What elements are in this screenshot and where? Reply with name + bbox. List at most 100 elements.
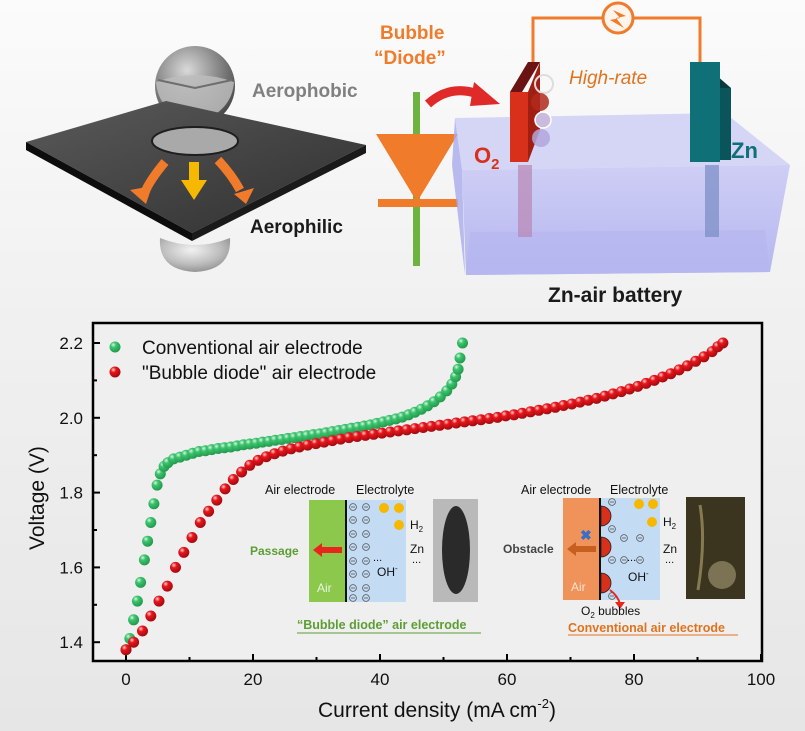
data-point-bubble-diode: [128, 636, 140, 648]
data-point-bubble-diode: [260, 451, 272, 463]
data-point-bubble-diode: [351, 431, 363, 442]
data-point-bubble-diode: [145, 610, 157, 622]
data-point-bubble-diode: [137, 625, 148, 637]
data-point-bubble-diode: [153, 595, 165, 607]
data-point-bubble-diode: [285, 443, 297, 455]
data-point-bubble-diode: [120, 644, 132, 656]
red-curved-arrow-icon: [424, 82, 500, 108]
inset-left-action-label: Passage: [250, 544, 299, 558]
data-point-bubble-diode: [343, 432, 355, 444]
y-tick-label: 2.0: [59, 409, 83, 428]
blocked-cross-icon: ✖: [580, 527, 592, 543]
y-tick-label: 1.6: [59, 558, 83, 577]
inset-left-h2-label: H2: [410, 518, 424, 534]
gas-flow-arrows-icon: [130, 156, 254, 204]
y-tick-label: 1.4: [59, 633, 83, 652]
x-tick-label: 40: [371, 670, 390, 689]
data-point-bubble-diode: [566, 398, 578, 410]
air-electrode-icon: [510, 62, 554, 237]
data-point-bubble-diode: [698, 351, 710, 363]
data-point-bubble-diode: [467, 415, 479, 427]
top-illustration: Aerophobic Aerophilic Bubble “Diode” O2: [26, 1, 790, 307]
data-point-bubble-diode: [302, 439, 314, 451]
inset-left-electrolyte-block: [346, 500, 406, 602]
inset-bubble-diode: Air electrode Electrolyte H2 Zn ... ... …: [250, 483, 481, 634]
data-point-bubble-diode: [558, 400, 569, 411]
data-point-conventional: [128, 614, 140, 626]
inset-right-bubbles-label: O2 bubbles: [581, 604, 640, 620]
data-point-bubble-diode: [277, 445, 289, 457]
data-point-bubble-diode: [293, 441, 305, 453]
data-point-conventional: [454, 352, 466, 364]
data-point-bubble-diode: [632, 380, 644, 392]
diode-label-line1: Bubble: [380, 23, 444, 44]
data-point-conventional: [452, 363, 464, 375]
inset-left-air-label: Air: [317, 581, 332, 595]
data-point-bubble-diode: [236, 466, 248, 478]
inset-right-electrolyte-label: Electrolyte: [610, 483, 668, 497]
lower-bubble-icon: [159, 238, 231, 272]
legend-label-bubble-diode: "Bubble diode" air electrode: [142, 363, 376, 384]
data-point-bubble-diode: [194, 517, 206, 528]
inset-right-ellipsis: ...: [665, 554, 674, 566]
legend: Conventional air electrode "Bubble diode…: [109, 338, 376, 384]
inset-right-caption: Conventional air electrode: [568, 621, 725, 635]
x-axis-label: Current density (mA cm-2): [318, 696, 556, 722]
data-point-bubble-diode: [401, 424, 413, 436]
battery-label: Zn-air battery: [548, 284, 683, 307]
data-point-bubble-diode: [574, 396, 586, 408]
data-point-bubble-diode: [161, 580, 173, 592]
data-point-bubble-diode: [244, 459, 256, 471]
data-point-bubble-diode: [717, 337, 729, 349]
data-point-bubble-diode: [392, 425, 404, 437]
data-point-bubble-diode: [591, 392, 602, 404]
o2-bubble-icons: [600, 505, 612, 594]
x-tick-label: 60: [498, 670, 517, 689]
inset-right-zn-label: Zn: [663, 542, 677, 556]
data-point-bubble-diode: [681, 360, 693, 372]
inset-right-ellipsis-2: ...: [627, 552, 636, 564]
data-point-bubble-diode: [310, 438, 322, 450]
data-point-bubble-diode: [335, 433, 347, 445]
data-point-bubble-diode: [673, 364, 685, 376]
data-point-bubble-diode: [582, 394, 594, 406]
data-point-bubble-diode: [434, 419, 446, 431]
data-point-bubble-diode: [417, 422, 429, 433]
circuit-wire: [531, 1, 702, 65]
h2-bubble-icon: [394, 520, 404, 530]
diode-label-line2: “Diode”: [374, 48, 446, 69]
aerophobic-label: Aerophobic: [252, 81, 358, 102]
inset-left-ellipsis: ...: [412, 554, 421, 566]
x-tick-label: 20: [244, 670, 263, 689]
data-point-bubble-diode: [475, 414, 487, 426]
data-point-bubble-diode: [690, 355, 702, 367]
legend-marker-conventional: [109, 341, 121, 353]
data-point-conventional: [131, 595, 143, 607]
data-point-bubble-diode: [203, 505, 215, 517]
data-point-bubble-diode: [508, 409, 520, 421]
data-point-bubble-diode: [376, 427, 388, 439]
data-point-conventional: [151, 479, 163, 491]
data-point-bubble-diode: [326, 435, 338, 447]
inset-left-air-electrode-label: Air electrode: [265, 483, 335, 497]
inset-left-zn-label: Zn: [410, 542, 424, 556]
y-axis-label: Voltage (V): [26, 446, 49, 550]
data-point-bubble-diode: [450, 417, 462, 429]
legend-label-conventional: Conventional air electrode: [142, 338, 363, 359]
data-point-conventional: [135, 576, 147, 588]
data-point-bubble-diode: [409, 423, 421, 435]
passage-arrow-icon: [313, 543, 342, 557]
data-point-bubble-diode: [483, 413, 495, 424]
data-point-bubble-diode: [318, 436, 330, 448]
power-source-icon: [610, 10, 626, 28]
series-bubble-diode: [120, 337, 729, 656]
x-tick-label: 80: [625, 670, 644, 689]
data-point-bubble-diode: [549, 401, 561, 413]
inset-conventional: Air electrode Electrolyte H2 Zn ... ... …: [503, 483, 745, 636]
data-point-bubble-diode: [492, 411, 503, 423]
data-point-bubble-diode: [178, 546, 190, 558]
x-tick-label: 100: [747, 670, 775, 689]
data-point-conventional: [138, 554, 150, 566]
data-point-bubble-diode: [219, 483, 231, 495]
y-tick-label: 2.2: [59, 334, 83, 353]
